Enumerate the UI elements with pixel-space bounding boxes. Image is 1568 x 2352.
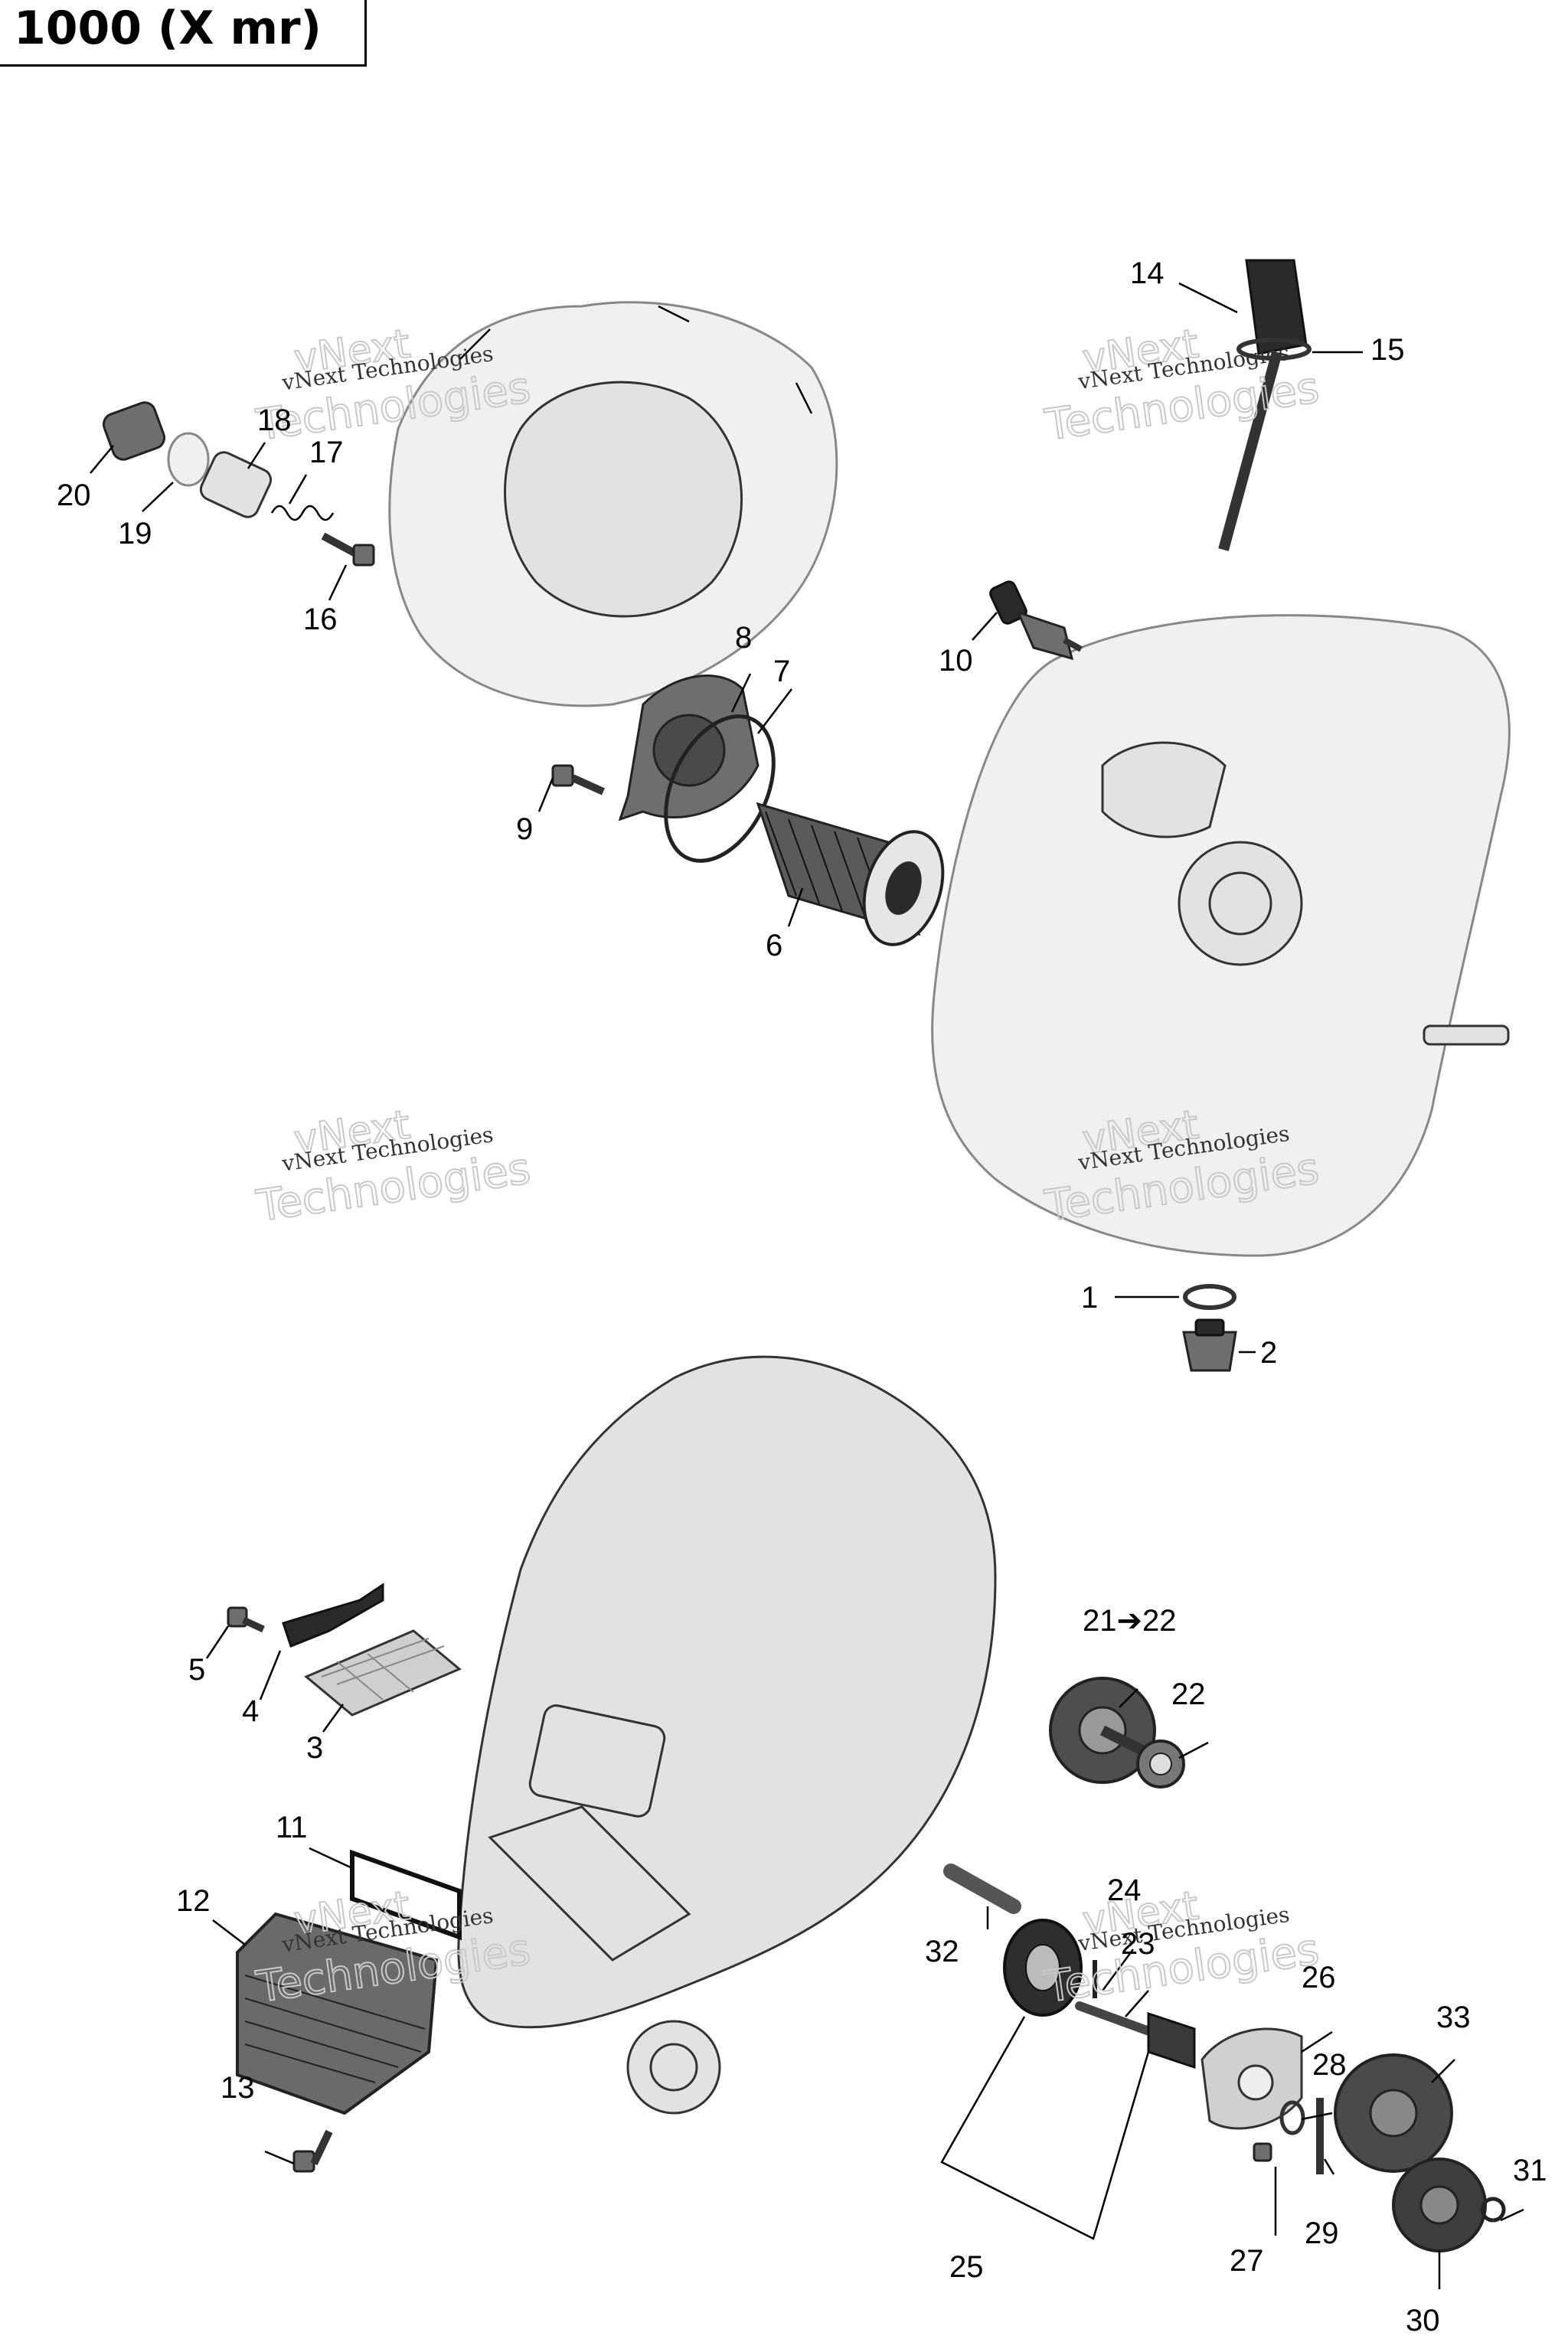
bolt-16 bbox=[321, 532, 375, 567]
drain-plug-2 bbox=[1182, 1318, 1237, 1372]
callout-labels: 1 2 3 4 5 6 7 8 9 10 11 12 13 14 15 16 1… bbox=[57, 256, 1547, 2337]
upper-crankcase bbox=[931, 614, 1511, 1257]
callout-25: 25 bbox=[949, 2250, 984, 2284]
callout-16: 16 bbox=[303, 603, 338, 636]
callout-12: 12 bbox=[176, 1884, 211, 1918]
gear-33 bbox=[1334, 2053, 1453, 2173]
callout-33: 33 bbox=[1436, 2001, 1471, 2034]
clutch-cover-housing bbox=[388, 301, 838, 707]
spring-17 bbox=[270, 505, 335, 521]
bolt-27 bbox=[1253, 2142, 1272, 2162]
gasket-11 bbox=[350, 1849, 462, 1941]
callout-4: 4 bbox=[242, 1694, 259, 1728]
callout-9: 9 bbox=[516, 812, 533, 846]
bolt-13 bbox=[292, 2129, 333, 2173]
bearing-22 bbox=[1136, 1740, 1185, 1788]
watermark-middle-right: vNext vNext Technologies Technologies bbox=[1041, 1101, 1323, 1232]
callout-11: 11 bbox=[276, 1811, 308, 1844]
callout-7: 7 bbox=[773, 655, 790, 688]
circlip-31 bbox=[1480, 2197, 1506, 2223]
callout-17: 17 bbox=[309, 436, 344, 469]
callout-5: 5 bbox=[188, 1653, 205, 1687]
o-ring-15 bbox=[1236, 338, 1312, 361]
callout-20: 20 bbox=[57, 479, 91, 512]
oil-filter-6 bbox=[756, 802, 945, 946]
callout-3: 3 bbox=[306, 1731, 323, 1765]
callout-18: 18 bbox=[257, 403, 292, 437]
bolt-9 bbox=[551, 764, 606, 795]
callout-1: 1 bbox=[1081, 1281, 1098, 1315]
strainer-screen-3 bbox=[304, 1629, 462, 1717]
callout-6: 6 bbox=[766, 929, 782, 962]
callout-10: 10 bbox=[939, 644, 973, 678]
callout-13: 13 bbox=[220, 2071, 255, 2105]
title-box: 1000 (X mr) bbox=[0, 0, 367, 67]
oil-cooler-12 bbox=[236, 1912, 439, 2115]
pump-shaft-23 bbox=[1075, 2001, 1196, 2069]
leader-lines bbox=[90, 282, 1524, 2289]
callout-21-to-22: 21➔22 bbox=[1083, 1604, 1177, 1638]
pump-cover-26 bbox=[1200, 2027, 1303, 2130]
lower-crankcase bbox=[457, 1355, 997, 2115]
callout-8: 8 bbox=[735, 621, 752, 655]
page-title: 1000 (X mr) bbox=[14, 2, 322, 55]
callout-15: 15 bbox=[1370, 333, 1405, 367]
valve-18 bbox=[199, 451, 273, 518]
ring-28 bbox=[1279, 2100, 1305, 2135]
bolt-5 bbox=[227, 1606, 265, 1633]
pin-32 bbox=[943, 1864, 1021, 1914]
callout-32: 32 bbox=[925, 1935, 959, 1968]
callout-24: 24 bbox=[1107, 1873, 1142, 1907]
callout-14: 14 bbox=[1130, 256, 1165, 290]
dipstick-14 bbox=[1218, 259, 1308, 551]
callout-29: 29 bbox=[1305, 2216, 1339, 2250]
callout-19: 19 bbox=[118, 517, 152, 550]
cap-20 bbox=[102, 401, 166, 461]
sensor-10 bbox=[989, 580, 1083, 661]
gear-21 bbox=[1049, 1677, 1156, 1784]
watermark-top-right: vNext vNext Technologies Technologies bbox=[1041, 320, 1323, 451]
watermark-middle-left: vNext vNext Technologies Technologies bbox=[253, 1101, 534, 1232]
callout-23: 23 bbox=[1121, 1927, 1155, 1961]
callout-26: 26 bbox=[1302, 1961, 1336, 1994]
o-ring-19 bbox=[167, 432, 210, 487]
callout-30: 30 bbox=[1406, 2304, 1440, 2337]
callout-28: 28 bbox=[1312, 2048, 1347, 2082]
rotor-25 bbox=[1003, 1919, 1083, 2017]
washer-1 bbox=[1183, 1284, 1236, 1310]
bracket-4 bbox=[282, 1583, 384, 1648]
callout-27: 27 bbox=[1230, 2244, 1264, 2278]
gear-30 bbox=[1392, 2158, 1487, 2252]
watermark-bottom-right: vNext vNext Technologies Technologies bbox=[1041, 1882, 1323, 2013]
callout-31: 31 bbox=[1513, 2154, 1547, 2187]
callout-2: 2 bbox=[1260, 1336, 1277, 1370]
callout-22: 22 bbox=[1171, 1677, 1206, 1711]
